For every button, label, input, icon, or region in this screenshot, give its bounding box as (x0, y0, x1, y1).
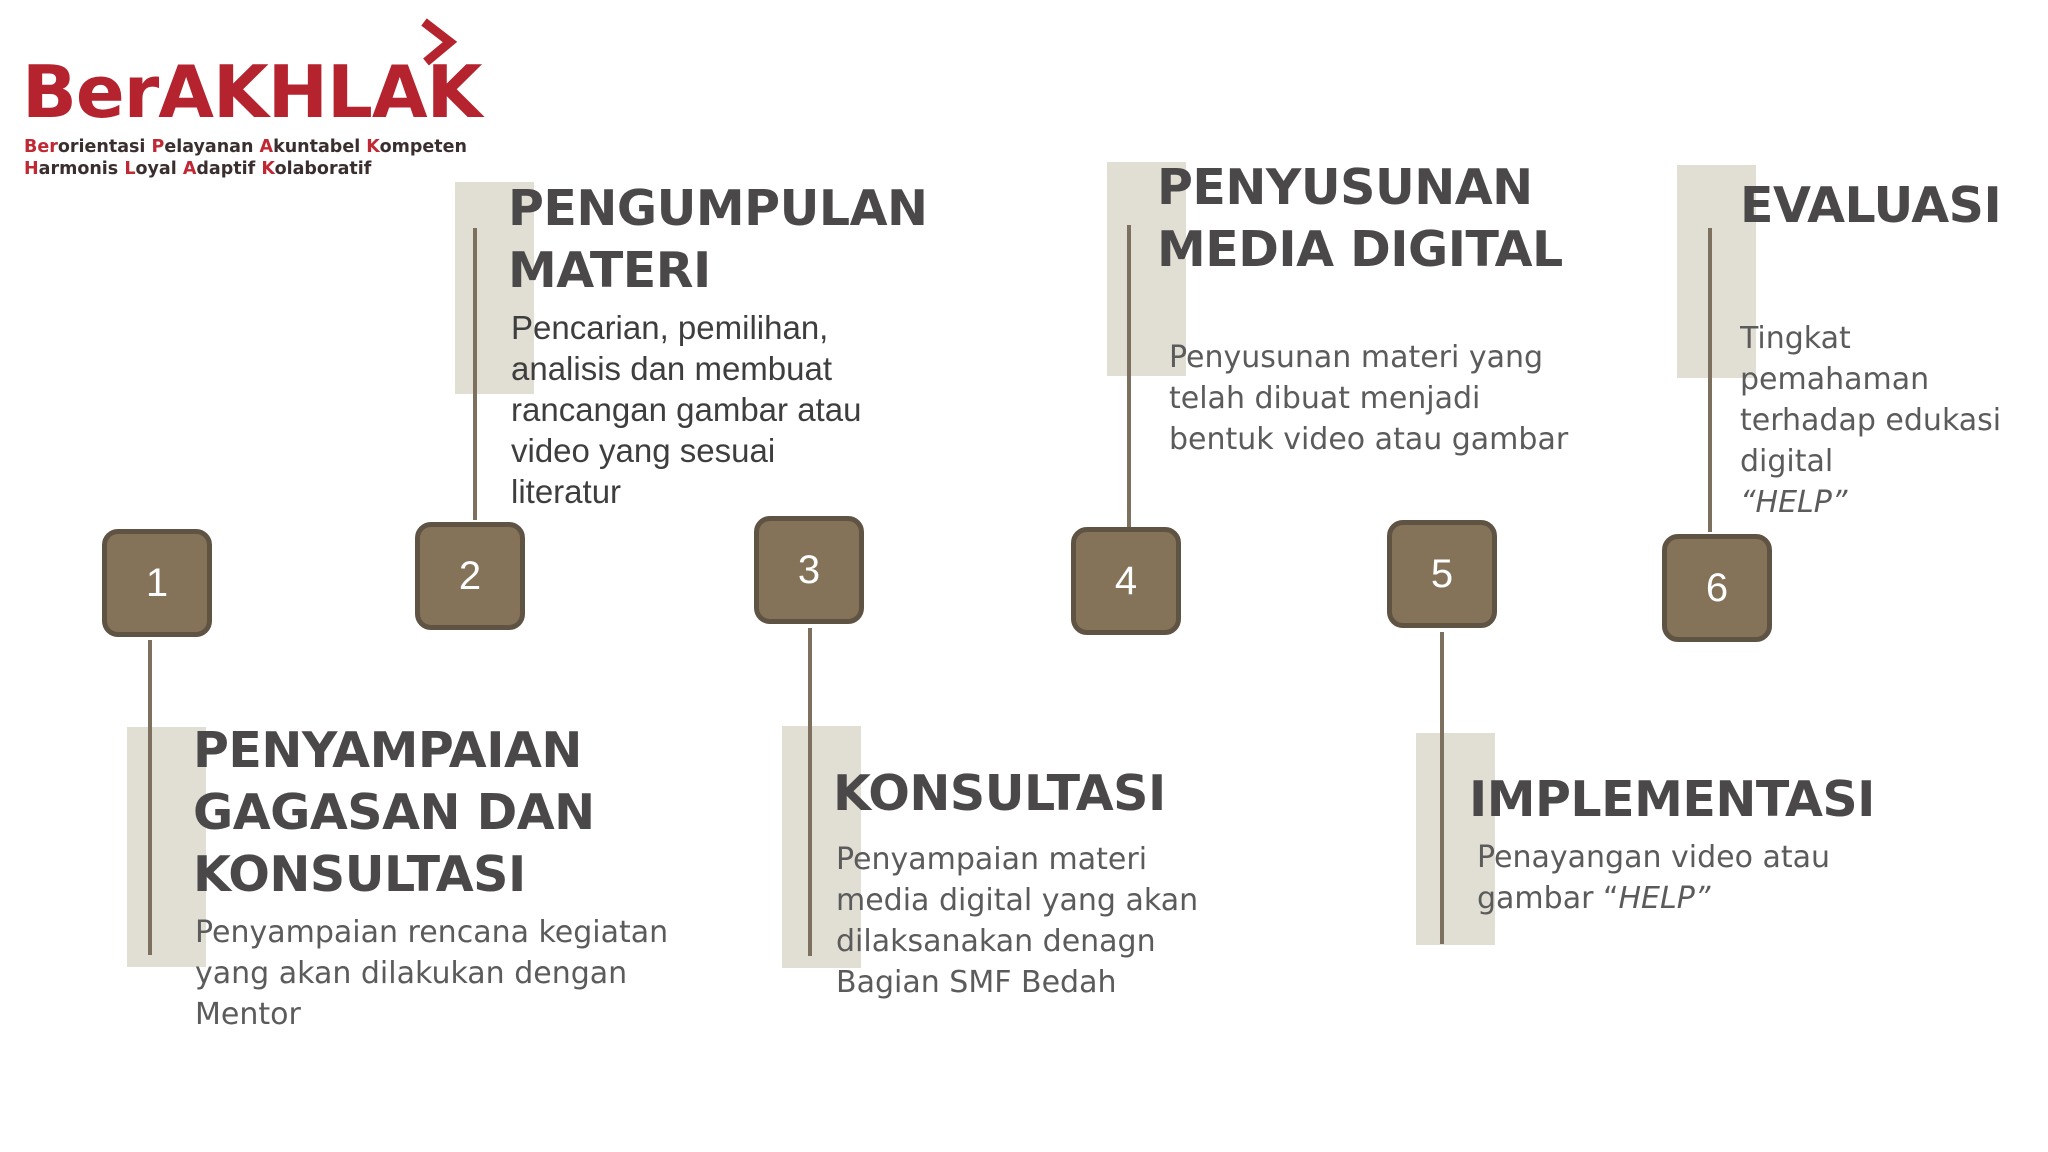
step2-number-badge: 2 (415, 522, 525, 630)
step1-accent-rect (127, 727, 206, 967)
step5-connector (1440, 632, 1444, 944)
logo-tagline-segment: H (24, 159, 39, 179)
logo-tagline-segment: P (151, 137, 165, 157)
step5-number-badge: 5 (1387, 520, 1497, 628)
logo-tagline-segment: olaboratif (274, 159, 372, 179)
step6-connector (1708, 228, 1712, 532)
step3-accent-rect (782, 726, 861, 968)
step5-description: Penayangan video atau gambar “HELP” (1477, 837, 1830, 919)
step4-accent-rect (1107, 162, 1186, 376)
step4-description: Penyusunan materi yang telah dibuat menj… (1169, 340, 1569, 457)
logo-tagline-segment: orientasi (57, 137, 152, 157)
logo-wordmark: BerAKHLAK (22, 50, 482, 134)
step6-description-emphasis: “HELP” (1740, 485, 1848, 520)
step5-description-emphasis: HELP” (1618, 881, 1711, 916)
step6-description: Tingkat pemahaman terhadap edukasi digit… (1740, 318, 2048, 523)
step1-connector (148, 640, 152, 955)
logo-tagline-segment: K (366, 137, 380, 157)
step3-connector (808, 628, 812, 956)
logo-tagline-line2: Harmonis Loyal Adaptif Kolaboratif (24, 159, 372, 179)
step2-description: Pencarian, pemilihan, analisis dan membu… (511, 309, 862, 510)
logo-tagline-segment: elayanan (164, 137, 260, 157)
step6-title: EVALUASI (1740, 177, 2002, 234)
step1-number-badge: 1 (102, 529, 212, 637)
step3-number-badge: 3 (754, 516, 864, 624)
step6-description-text: Tingkat pemahaman terhadap edukasi digit… (1740, 321, 2002, 479)
step2-accent-rect (455, 182, 534, 394)
logo-tagline-segment: daptif (196, 159, 262, 179)
step5-accent-rect (1416, 733, 1495, 945)
step2-connector (473, 228, 477, 520)
step3-title: KONSULTASI (833, 765, 1166, 822)
logo-tagline-segment: L (124, 159, 136, 179)
step1-description: Penyampaian rencana kegiatan yang akan d… (195, 915, 669, 1032)
logo-chevron-icon (421, 18, 458, 66)
step5-title: IMPLEMENTASI (1469, 771, 1875, 828)
logo-tagline-segment: Ber (24, 137, 58, 157)
step2-title: PENGUMPULAN MATERI (508, 180, 928, 299)
logo-tagline-segment: kuntabel (273, 137, 367, 157)
step6-number-badge: 6 (1662, 534, 1772, 642)
logo-tagline-segment: K (261, 159, 275, 179)
step5-description-text: Penayangan video atau gambar “ (1477, 840, 1831, 916)
logo-tagline-segment: A (259, 137, 274, 157)
step6-accent-rect (1677, 165, 1756, 378)
step1-title: PENYAMPAIAN GAGASAN DAN KONSULTASI (193, 722, 595, 903)
logo-tagline-segment: armonis (38, 159, 125, 179)
logo-tagline-segment: A (182, 159, 197, 179)
step4-title: PENYUSUNAN MEDIA DIGITAL (1157, 159, 1563, 278)
step4-number-badge: 4 (1071, 527, 1181, 635)
logo-tagline-segment: oyal (135, 159, 183, 179)
step3-description: Penyampaian materi media digital yang ak… (836, 842, 1199, 1000)
logo-tagline-segment: ompeten (379, 137, 467, 157)
logo-tagline-line1: Berorientasi Pelayanan Akuntabel Kompete… (24, 137, 467, 157)
step4-connector (1127, 225, 1131, 527)
